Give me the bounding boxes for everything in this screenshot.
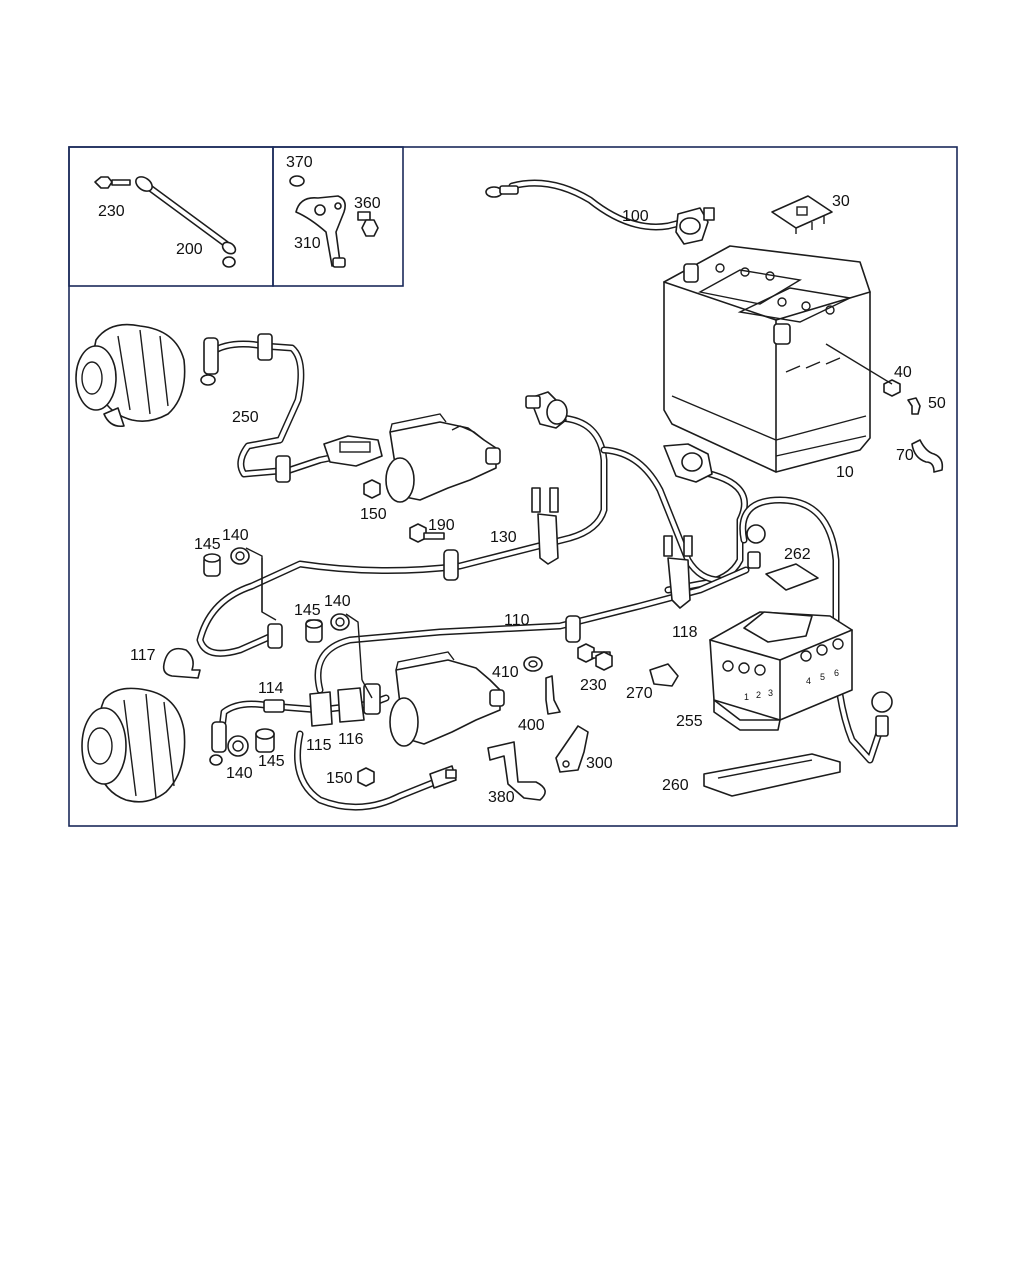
fuse-number: 2 <box>756 690 761 700</box>
battery-cable-130 <box>196 391 608 657</box>
callout-145: 145 <box>258 753 285 770</box>
callout-116: 116 <box>338 731 364 748</box>
battery-negative-cable <box>600 443 748 594</box>
bushing-set-middle <box>305 613 363 681</box>
callout-140: 140 <box>222 527 249 544</box>
vent-fittings <box>883 379 944 473</box>
bracket-310 <box>295 195 346 267</box>
callout-40: 40 <box>894 364 912 381</box>
callout-310: 310 <box>294 235 321 252</box>
cable-110 <box>314 566 750 694</box>
starter-upper <box>385 413 501 503</box>
callout-250: 250 <box>232 409 259 426</box>
callout-230: 230 <box>98 203 125 220</box>
alternator-lower <box>81 687 186 803</box>
bushing-set-lower <box>227 728 275 757</box>
callout-370: 370 <box>286 154 313 171</box>
bolt-230-middle <box>577 643 613 671</box>
callout-200: 200 <box>176 241 203 258</box>
fuse-number: 1 <box>744 692 749 702</box>
starter-cable-lower <box>294 730 457 811</box>
bracket-380 <box>487 741 546 801</box>
callout-145: 145 <box>194 536 221 553</box>
callout-190: 190 <box>428 517 455 534</box>
hose-70 <box>911 439 944 473</box>
clip-270 <box>649 663 679 687</box>
bracket-300 <box>555 725 589 773</box>
callout-270: 270 <box>626 685 653 702</box>
washer-410 <box>523 656 543 672</box>
alternator-upper <box>75 323 186 428</box>
cover-262 <box>765 563 819 591</box>
terminal-130-fork <box>531 487 559 565</box>
callout-360: 360 <box>354 195 381 212</box>
bolt-230-inset <box>94 176 131 189</box>
callout-30: 30 <box>832 193 850 210</box>
leader-lines <box>261 343 893 699</box>
callout-110: 110 <box>504 612 530 629</box>
battery-cover-30 <box>771 195 833 234</box>
callout-145: 145 <box>294 602 321 619</box>
callout-10: 10 <box>836 464 854 481</box>
clip-117 <box>162 647 201 679</box>
starter-lower <box>389 651 505 747</box>
callout-150: 150 <box>326 770 353 787</box>
fuse-number: 4 <box>806 676 811 686</box>
alternator-cable-lower <box>209 683 390 766</box>
callout-118: 118 <box>672 624 698 641</box>
callout-labels: 10 30 40 50 70 100 110 114 115 116 117 1… <box>98 154 946 806</box>
battery-cable-100 <box>485 179 715 245</box>
callout-380: 380 <box>488 789 515 806</box>
bolt-190 <box>409 523 445 543</box>
elbow-50 <box>907 397 921 415</box>
battery <box>663 245 871 473</box>
callout-300: 300 <box>586 755 613 772</box>
ground-strap-assembly <box>94 176 237 268</box>
callout-115: 115 <box>306 737 332 754</box>
callout-260: 260 <box>662 777 689 794</box>
cable-to-fuse-box <box>739 496 893 764</box>
fuse-number: 6 <box>834 668 839 678</box>
nut-150-upper <box>363 479 381 499</box>
terminal-118 <box>663 535 693 609</box>
callout-50: 50 <box>928 395 946 412</box>
bracket-assembly <box>289 175 379 268</box>
callout-255: 255 <box>676 713 703 730</box>
callout-262: 262 <box>784 546 811 563</box>
callout-400: 400 <box>518 717 545 734</box>
callout-114: 114 <box>258 680 284 697</box>
alternator-cable-250 <box>200 333 383 483</box>
fuse-number: 5 <box>820 672 825 682</box>
callout-117: 117 <box>130 647 156 664</box>
tray-260 <box>703 753 841 797</box>
callout-230: 230 <box>580 677 607 694</box>
callout-130: 130 <box>490 529 517 546</box>
inset-frame-right <box>272 146 404 287</box>
callout-150: 150 <box>360 506 387 523</box>
bolt-360 <box>357 211 379 237</box>
diagram-frame <box>68 146 958 827</box>
callout-70: 70 <box>896 447 914 464</box>
plug-40 <box>883 379 901 397</box>
callout-410: 410 <box>492 664 519 681</box>
callout-140: 140 <box>226 765 253 782</box>
nut-150-lower <box>357 767 375 787</box>
callout-140: 140 <box>324 593 351 610</box>
fuse-number: 3 <box>768 688 773 698</box>
stud-400 <box>545 675 561 715</box>
fuse-box-255: 1 2 3 4 5 6 <box>709 611 853 731</box>
callout-100: 100 <box>622 208 649 225</box>
washer-370 <box>289 175 305 187</box>
